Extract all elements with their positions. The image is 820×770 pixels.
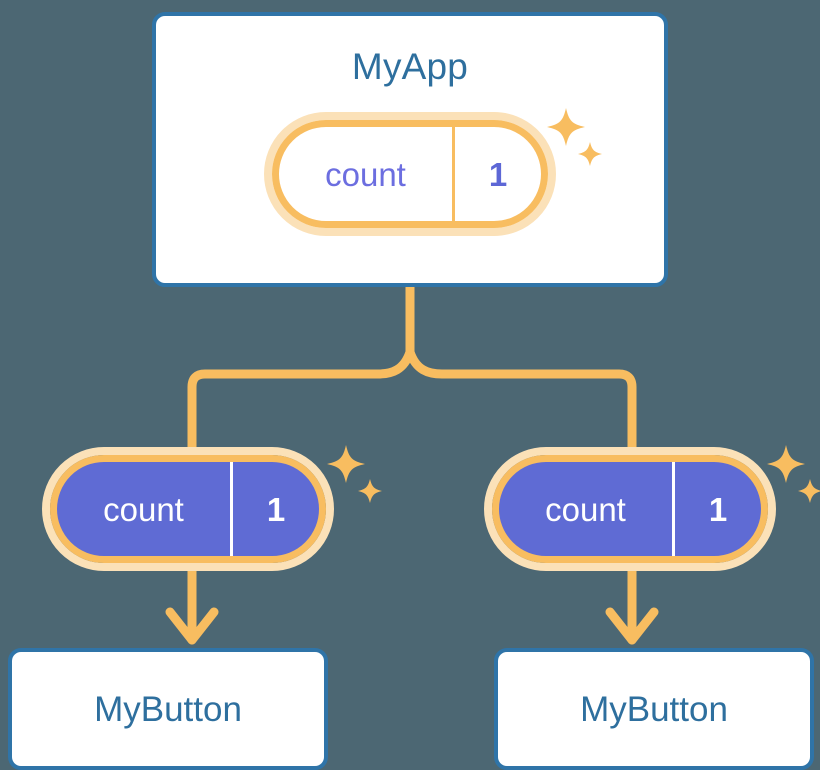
state-key-label: count <box>325 155 406 193</box>
connector-branch-left <box>187 347 415 475</box>
state-pill: count 1 <box>484 447 776 571</box>
state-key-label: count <box>545 490 626 528</box>
state-key-cell: count <box>499 462 675 556</box>
state-pill-body: count 1 <box>50 455 326 563</box>
arrow-head-right <box>605 607 659 645</box>
component-title: MyButton <box>580 689 728 729</box>
state-key-cell: count <box>279 127 455 221</box>
state-badge-mybutton-1[interactable]: count 1 <box>42 447 334 571</box>
state-badge-myapp[interactable]: count 1 <box>264 112 556 236</box>
state-value-label: 1 <box>488 155 508 193</box>
component-card-mybutton-2[interactable]: MyButton <box>494 648 814 770</box>
state-value-cell: 1 <box>455 127 541 221</box>
arrow-head-left <box>165 607 219 645</box>
state-value-label: 1 <box>266 490 286 528</box>
state-pill-body: count 1 <box>492 455 768 563</box>
state-key-cell: count <box>57 462 233 556</box>
state-value-cell: 1 <box>233 462 319 556</box>
state-pill: count 1 <box>264 112 556 236</box>
state-key-label: count <box>103 490 184 528</box>
state-pill: count 1 <box>42 447 334 571</box>
state-pill-body: count 1 <box>272 120 548 228</box>
component-card-mybutton-1[interactable]: MyButton <box>8 648 328 770</box>
page-title: MyApp <box>351 46 469 87</box>
connector-branch-right <box>405 347 637 475</box>
state-value-cell: 1 <box>675 462 761 556</box>
state-value-label: 1 <box>708 490 728 528</box>
component-title: MyButton <box>94 689 242 729</box>
state-badge-mybutton-2[interactable]: count 1 <box>484 447 776 571</box>
